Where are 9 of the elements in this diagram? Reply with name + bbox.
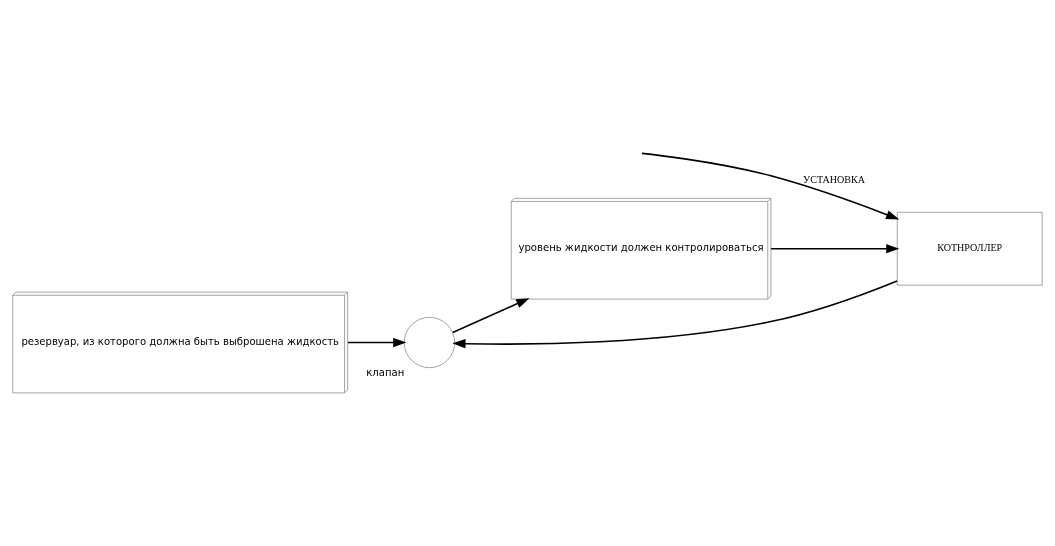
node-circle (403, 316, 456, 369)
edge-label: УСТАНОВКА (803, 174, 866, 186)
arrow (347, 337, 407, 348)
node-label: клапан (366, 366, 405, 378)
node-box: КОТНРОЛЛЕР (896, 211, 1043, 286)
arrow (641, 152, 900, 220)
arrow (770, 244, 900, 254)
arrow (451, 298, 530, 334)
arrow (452, 280, 898, 349)
